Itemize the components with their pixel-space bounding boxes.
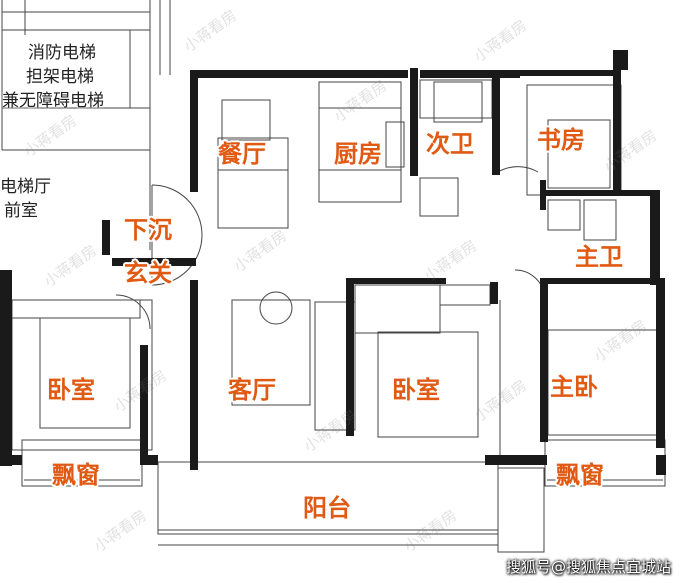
lobby-label-1: 电梯厅 [0,177,51,197]
room-bay-window-left: 飘窗 [52,461,100,489]
room-dining: 餐厅 [218,140,266,168]
room-kitchen: 厨房 [334,140,382,168]
room-balcony: 阳台 [303,494,351,522]
room-bedroom-left: 卧室 [47,376,95,404]
room-bedroom-mid: 卧室 [392,376,440,404]
elevator-label-2: 担架电梯 [26,67,94,87]
source-credit: 搜狐号@搜狐焦点宜城站 [505,558,671,576]
room-sunken-entry-line-1: 下沉 [124,216,172,244]
room-bay-window-right: 飘窗 [556,461,604,489]
elevator-label-3: 兼无障碍电梯 [2,91,104,111]
room-living: 客厅 [228,376,276,404]
room-sunken-entry-line-2: 玄关 [124,259,172,287]
room-second-bath: 次卫 [426,130,474,158]
room-master-bath: 主卫 [575,243,623,271]
elevator-label-1: 消防电梯 [28,43,96,63]
lobby-label-2: 前室 [4,201,38,221]
room-master-bedroom: 主卧 [550,373,598,401]
room-study: 书房 [537,126,585,154]
